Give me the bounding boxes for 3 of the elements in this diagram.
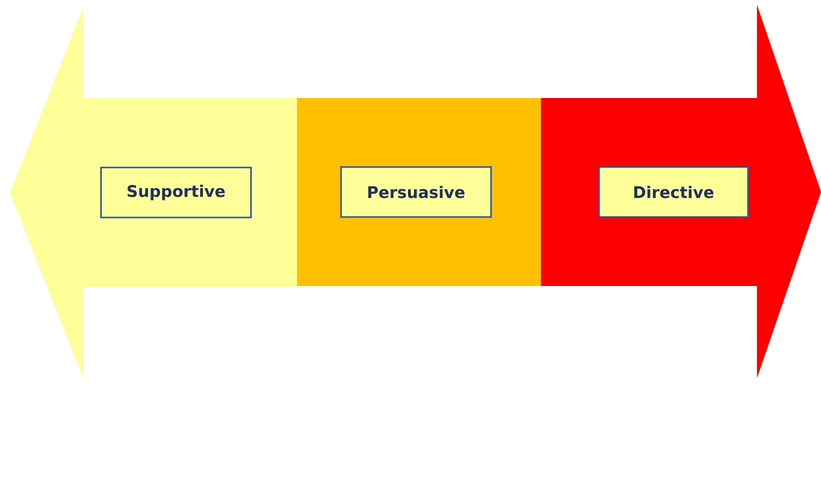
- label-box: Supportive: [100, 166, 252, 218]
- label-box: Persuasive: [340, 166, 492, 218]
- label-box: Directive: [598, 166, 749, 218]
